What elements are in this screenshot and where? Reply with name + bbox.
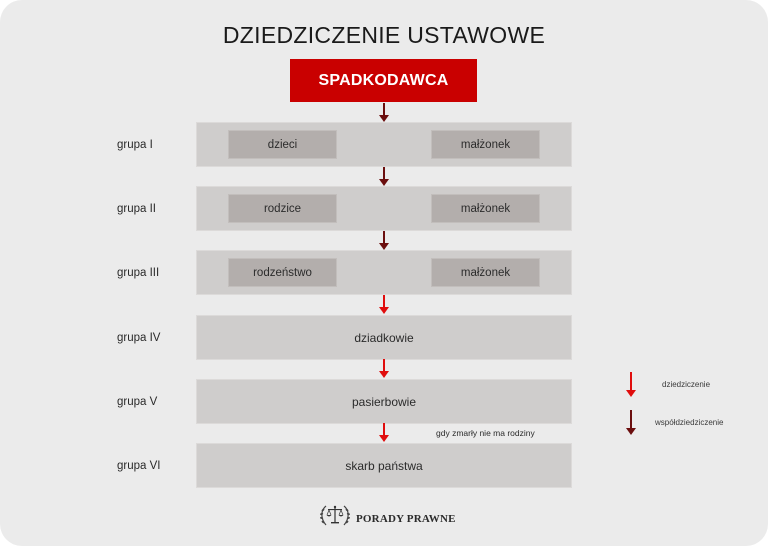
group-label-4: grupa IV <box>117 331 161 344</box>
heir-box-rodzenstwo: rodzeństwo <box>229 259 336 286</box>
heir-label-dziadkowie: dziadkowie <box>354 330 414 345</box>
heir-label: małżonek <box>460 138 511 151</box>
group-row-4: dziadkowie <box>197 316 571 359</box>
note-no-family: gdy zmarły nie ma rodziny <box>436 428 535 438</box>
arrow-down-red-icon <box>379 423 389 443</box>
heir-label: dzieci <box>267 138 298 151</box>
group-label-3: grupa III <box>117 266 160 279</box>
group-row-1: dzieci małżonek <box>197 123 571 166</box>
root-node-spadkodawca: SPADKODAWCA <box>290 59 477 102</box>
legend-arrow-down-darkred-icon <box>626 410 636 436</box>
diagram-title: DZIEDZICZENIE USTAWOWE <box>222 22 546 48</box>
logo-text: PORADY PRAWNE <box>356 512 456 525</box>
arrow-down-red-icon <box>379 295 389 315</box>
heir-label: rodzice <box>263 202 302 215</box>
legend-label-wspoldziedziczenie: współdziedziczenie <box>655 418 724 427</box>
group-label-2: grupa II <box>117 202 156 215</box>
heir-box-rodzice: rodzice <box>229 195 336 222</box>
legend-label-dziedziczenie: dziedziczenie <box>662 380 711 389</box>
group-label-1: grupa I <box>117 138 153 151</box>
porady-prawne-logo: PORADY PRAWNE <box>318 503 456 534</box>
heir-box-malzonek: małżonek <box>432 131 539 158</box>
heir-label-skarb-panstwa: skarb państwa <box>345 458 423 473</box>
group-label-6: grupa VI <box>117 459 161 472</box>
root-node-label: SPADKODAWCA <box>318 71 449 89</box>
arrow-down-darkred-icon <box>379 103 389 123</box>
heir-box-malzonek: małżonek <box>432 259 539 286</box>
group-row-6: skarb państwa <box>197 444 571 487</box>
legend-arrow-down-red-icon <box>626 372 636 398</box>
heir-box-dzieci: dzieci <box>229 131 336 158</box>
heir-label: małżonek <box>460 266 511 279</box>
arrow-down-red-icon <box>379 359 389 379</box>
heir-box-malzonek: małżonek <box>432 195 539 222</box>
group-row-2: rodzice małżonek <box>197 187 571 230</box>
arrow-down-darkred-icon <box>379 167 389 187</box>
heir-label: rodzeństwo <box>253 266 312 279</box>
arrow-down-darkred-icon <box>379 231 389 251</box>
group-row-3: rodzeństwo małżonek <box>197 251 571 294</box>
group-row-5: pasierbowie <box>197 380 571 423</box>
heir-label-pasierbowie: pasierbowie <box>351 394 417 409</box>
heir-label: małżonek <box>460 202 511 215</box>
scales-of-justice-wreath-icon <box>318 503 352 534</box>
group-label-5: grupa V <box>117 395 158 408</box>
